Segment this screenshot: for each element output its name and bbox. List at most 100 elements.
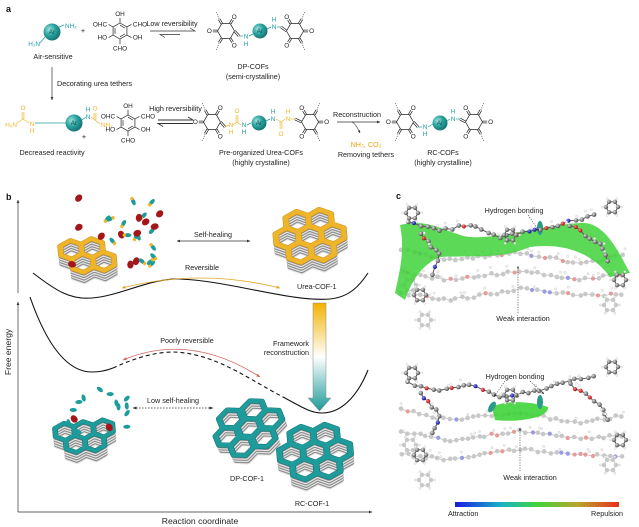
dp-energy-curve [29,296,114,373]
atom-H [433,478,436,482]
atom-C [606,369,612,375]
bond [127,116,134,121]
atom-C [554,381,560,387]
atom-C [550,224,555,230]
atom-H [558,447,562,451]
atom-O [578,388,583,393]
atom-C [412,375,418,381]
atom-label: NH₂ [101,122,113,129]
atom-C [612,199,618,205]
atom-C [477,434,483,439]
bond [216,110,220,116]
atom-C [476,413,481,419]
atom-C [560,380,565,385]
reconstruction-label: reconstruction [264,348,309,357]
atom-H [403,452,407,455]
atom-C [620,442,626,448]
weak-interaction-label: Weak interaction [496,314,549,323]
bond [119,33,126,38]
atom-H [430,402,434,406]
atom-H [588,450,591,454]
atom-C [465,436,471,441]
atom-O [448,276,453,281]
keto-ring: OOO [284,11,314,51]
atom-O [578,228,583,233]
monomer-fragment [109,237,117,246]
bond [230,37,234,43]
atom-label: H [271,109,276,116]
atom-H [420,211,423,215]
atom-C [477,452,482,457]
atom-H [413,435,417,438]
bond [316,133,321,142]
bond [218,37,222,43]
atom-C [414,287,420,293]
atom-label: O [279,131,284,138]
panel-c: Attraction Repulsion [448,502,623,518]
aryl-core-label: Ar [257,28,264,35]
atom-N [527,229,532,234]
bond [265,118,271,122]
bond [81,116,87,121]
atom-N [435,420,440,425]
fragment-body [124,410,130,417]
atom-C [604,457,610,463]
atom-C [420,297,426,303]
hydrogen-bonding-label: Hydrogen bonding [486,372,545,381]
atom-C [517,427,522,433]
atom-C [468,223,474,228]
atom-label: O [93,106,98,113]
ring [465,114,483,130]
atom-H [492,429,496,432]
atom-H [605,374,609,377]
atom-H [503,427,507,431]
atom-H [563,270,567,274]
atom-label: O [232,43,237,50]
bond [287,37,291,43]
bond [134,126,140,130]
framework-reconstruction-arrow [307,302,332,412]
atom-label: N [229,122,234,129]
atom-H [600,448,604,452]
atom-C [418,223,424,229]
panel-c-annotations: Hydrogen bonding Weak interaction Hydrog… [485,206,557,482]
fragment-body [75,400,83,405]
bond [229,38,233,44]
atom-C [418,453,423,459]
bond [219,18,223,24]
bond [446,118,451,122]
atom-label: O [299,134,304,141]
atom-C [576,277,582,283]
atom-H [586,272,590,276]
monomer-fragment [150,253,158,261]
atom-C [411,292,417,298]
atom-C [554,274,560,280]
atom-C [587,236,592,241]
atom-C [541,272,547,278]
fragment-body [66,419,71,427]
dp-energy-barrier-dashed [112,351,284,398]
urea-cof-label: Urea-COF-1 [297,282,337,291]
fragment-cap [148,264,152,268]
rc-energy-curve [282,369,369,414]
atom-label: H [242,129,247,136]
atom-H [610,286,614,290]
ring [286,23,304,39]
atom-C [606,359,612,365]
atom-H [438,451,441,454]
atom-C [597,402,602,407]
atom-C [403,210,409,216]
atom-C [610,297,616,303]
atom-label: N [86,114,91,121]
atom-C [513,232,519,238]
atom-C [565,419,570,424]
atom-C [501,232,507,238]
bond [215,109,219,115]
disrupted-urea-framework [57,236,118,285]
atom-C [510,387,516,393]
atom-C [428,477,434,483]
atom-H [509,426,512,430]
atom-C [471,454,477,459]
low-self-healing-label: Low self-healing [147,396,199,405]
